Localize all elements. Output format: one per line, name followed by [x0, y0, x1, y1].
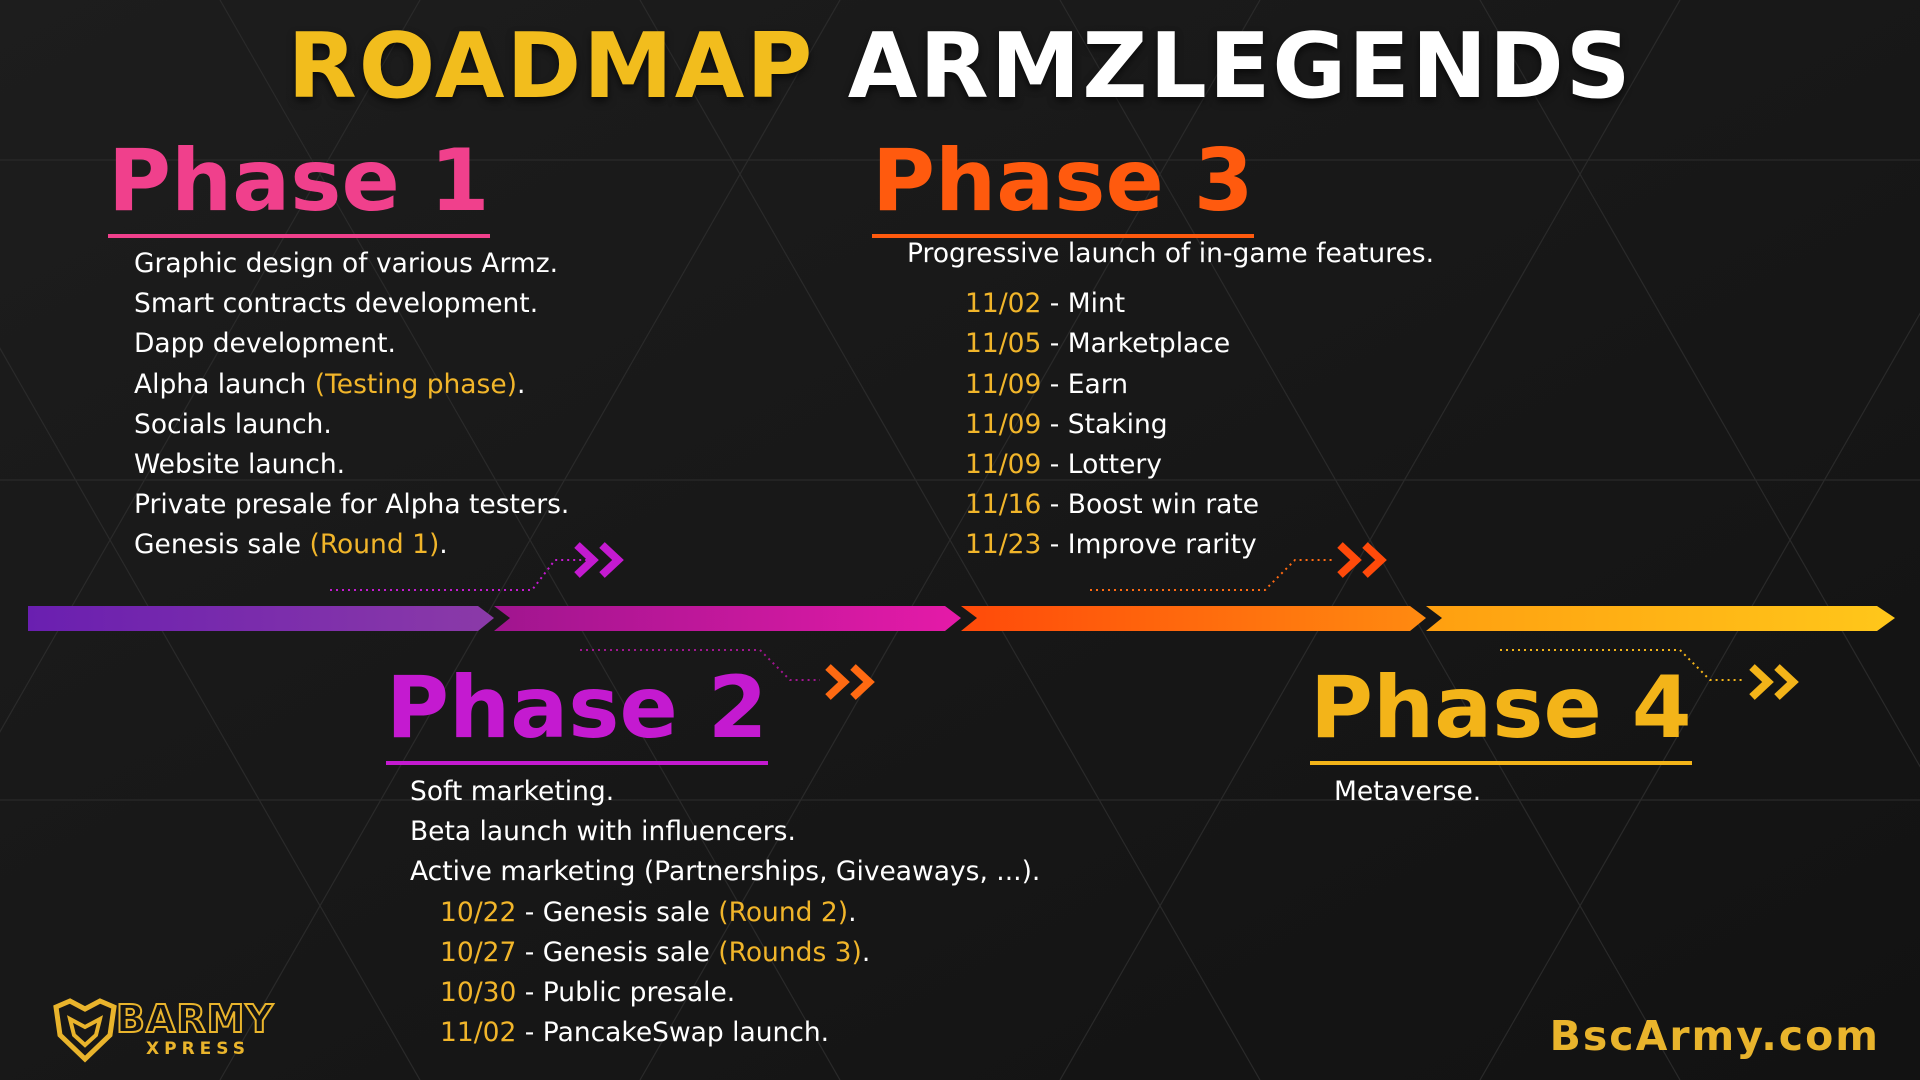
list-item: Alpha launch (Testing phase). — [134, 368, 526, 400]
phase4-list: Metaverse. — [1334, 772, 1481, 812]
website-link[interactable]: BscArmy.com — [1549, 1012, 1880, 1060]
list-item: Dapp development. — [134, 328, 396, 360]
phase3-title: Phase 3 — [872, 138, 1254, 238]
list-item: 11/02 - PancakeSwap launch. — [440, 1017, 830, 1049]
logo-text: BARMY — [115, 996, 274, 1042]
list-item: 10/30 - Public presale. — [440, 977, 736, 1009]
phase2-title-text: Phase 2 — [386, 658, 768, 758]
list-item: Metaverse. — [1334, 776, 1482, 807]
list-item: Graphic design of various Armz. — [134, 248, 559, 279]
phase4-title: Phase 4 — [1310, 665, 1692, 765]
logo-shield-icon — [53, 998, 117, 1063]
list-item: 11/09 - Lottery — [965, 449, 1162, 481]
chevron-phase2-icon — [825, 664, 875, 700]
timeline-segment-3 — [961, 606, 1426, 631]
phase2-list: Soft marketing. Beta launch with influen… — [410, 772, 1040, 1053]
chevron-phase1-icon — [574, 542, 624, 578]
phase1-title: Phase 1 — [108, 138, 490, 238]
list-item: Soft marketing. — [410, 776, 615, 807]
list-item: Beta launch with influencers. — [410, 816, 796, 848]
phase4-underline — [1310, 761, 1692, 765]
phase4-title-text: Phase 4 — [1310, 658, 1692, 758]
list-item: Genesis sale (Round 1). — [134, 529, 448, 561]
list-item: Smart contracts development. — [134, 288, 539, 320]
list-item: Active marketing (Partnerships, Giveaway… — [410, 856, 1041, 888]
list-item: 11/23 - Improve rarity — [965, 529, 1257, 561]
timeline-segment-2 — [494, 606, 961, 631]
phase3-title-text: Phase 3 — [872, 131, 1254, 231]
phase3-underline — [872, 234, 1254, 238]
list-item: Socials launch. — [134, 408, 332, 440]
title-roadmap: ROADMAP — [287, 14, 815, 119]
connector-phase2 — [580, 649, 820, 681]
phase2-title: Phase 2 — [386, 665, 768, 765]
phase3-list: Progressive launch of in-game features. … — [907, 234, 1434, 566]
list-item: 10/22 - Genesis sale (Round 2). — [440, 896, 857, 928]
chevron-phase4-icon — [1749, 664, 1799, 700]
phase1-title-text: Phase 1 — [108, 131, 490, 231]
timeline-segment-1 — [28, 606, 494, 631]
phase1-underline — [108, 234, 490, 238]
list-item: 11/02 - Mint — [965, 288, 1126, 320]
list-item: 11/09 - Staking — [965, 408, 1168, 440]
chevron-phase3-icon — [1337, 542, 1387, 578]
timeline-segment-4 — [1426, 606, 1895, 631]
title-armzlegends: ARMZLEGENDS — [847, 14, 1633, 119]
list-item: 11/16 - Boost win rate — [965, 489, 1260, 521]
list-item: 11/09 - Earn — [965, 368, 1128, 400]
list-item: 10/27 - Genesis sale (Rounds 3). — [440, 936, 871, 968]
list-item: 11/05 - Marketplace — [965, 328, 1231, 360]
list-item: Website launch. — [134, 449, 346, 481]
bsc-army-xpress-logo: BARMY XPRESS — [50, 995, 290, 1065]
logo-subtext: XPRESS — [146, 1039, 250, 1059]
list-item: Private presale for Alpha testers. — [134, 489, 570, 521]
phase3-intro: Progressive launch of in-game features. — [907, 238, 1435, 269]
page-title: ROADMAP ARMZLEGENDS — [0, 14, 1920, 119]
phase2-underline — [386, 761, 768, 765]
phase1-list: Graphic design of various Armz. Smart co… — [134, 244, 569, 566]
connector-phase4 — [1500, 649, 1745, 681]
